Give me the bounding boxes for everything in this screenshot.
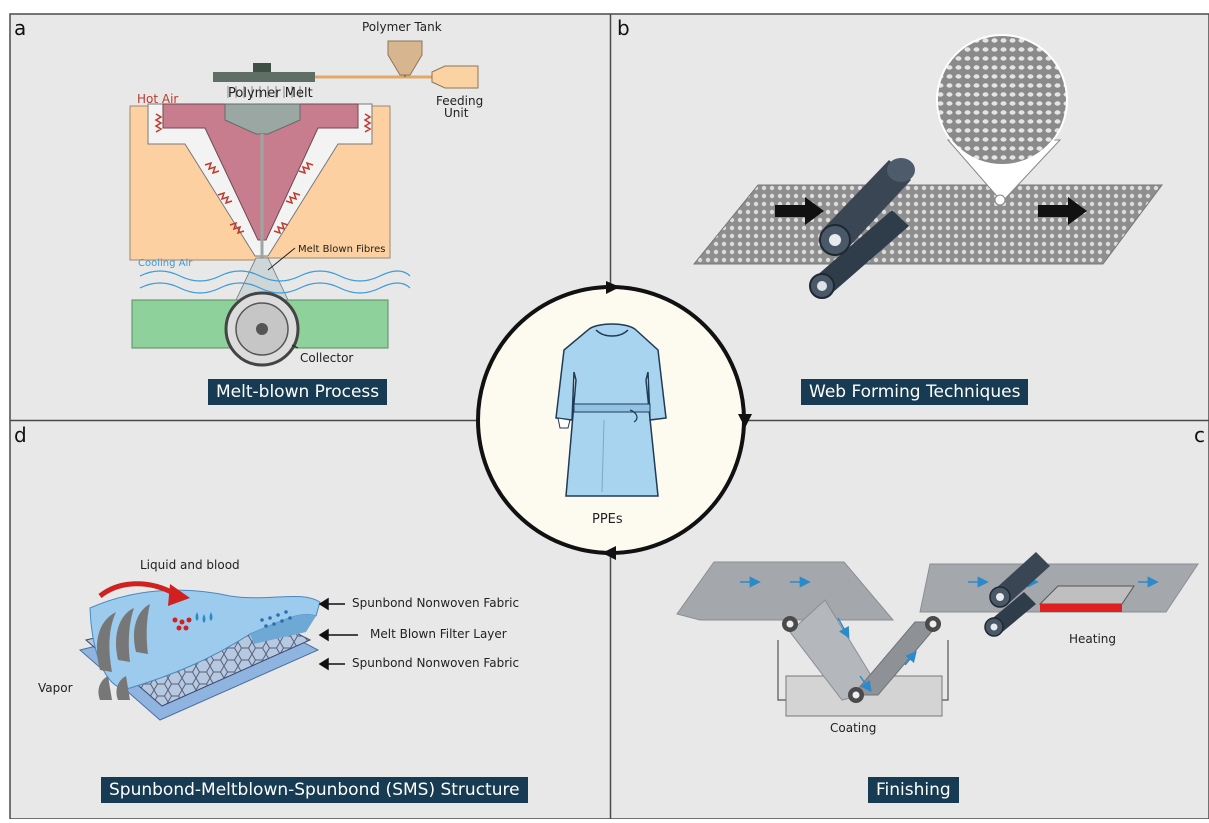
polymer-tank <box>387 40 423 76</box>
label-polymer-melt: Polymer Melt <box>228 86 313 101</box>
ppe-cycle <box>476 281 752 560</box>
gown-icon <box>555 323 667 497</box>
label-heating: Heating <box>1069 632 1117 646</box>
label-unit: Unit <box>444 106 469 120</box>
label-spunbond-top: Spunbond Nonwoven Fabric <box>352 596 520 610</box>
arrow-in <box>775 197 824 225</box>
arrow-out <box>1038 197 1087 225</box>
label-cooling-air: Cooling Air <box>138 258 193 269</box>
roller-bottom <box>809 210 909 299</box>
caption-finishing: Finishing <box>868 777 959 803</box>
panel-d-letter: d <box>14 423 27 447</box>
panel-c-letter: c <box>1194 423 1205 447</box>
caption-melt-blown: Melt-blown Process <box>208 379 388 405</box>
press-rollers <box>984 552 1050 637</box>
cycle-arrow-right <box>738 414 752 428</box>
magnified-view <box>936 34 1068 166</box>
web-sheet <box>692 184 1163 265</box>
finishing-diagram <box>676 552 1199 717</box>
label-melt-blown-fibres: Melt Blown Fibres <box>298 244 386 255</box>
melt-blown-diagram <box>129 40 479 367</box>
feeding-unit <box>431 65 479 89</box>
label-liquid-and-blood: Liquid and blood <box>140 558 240 572</box>
label-hot-air: Hot Air <box>137 92 179 106</box>
caption-web-forming: Web Forming Techniques <box>801 379 1029 405</box>
caption-sms-structure: Spunbond-Meltblown-Spunbond (SMS) Struct… <box>101 777 528 803</box>
heater-element <box>1040 604 1122 612</box>
label-coating: Coating <box>830 721 877 735</box>
cycle-arrow-bottom <box>602 546 616 560</box>
label-ppes: PPEs <box>592 512 623 527</box>
label-collector: Collector <box>300 351 354 365</box>
cycle-arrow-top <box>606 281 620 294</box>
sms-diagram <box>78 581 358 721</box>
label-spunbond-bottom: Spunbond Nonwoven Fabric <box>352 656 520 670</box>
web-forming-diagram <box>692 34 1163 299</box>
panel-a-letter: a <box>14 16 27 40</box>
panel-b-letter: b <box>617 16 630 40</box>
label-vapor: Vapor <box>38 681 73 695</box>
label-feeding: Feeding <box>436 94 484 108</box>
extruder-plate <box>213 72 315 82</box>
label-polymer-tank: Polymer Tank <box>362 20 442 34</box>
label-melt-blown-filter: Melt Blown Filter Layer <box>370 627 507 641</box>
roller-top <box>819 158 915 256</box>
